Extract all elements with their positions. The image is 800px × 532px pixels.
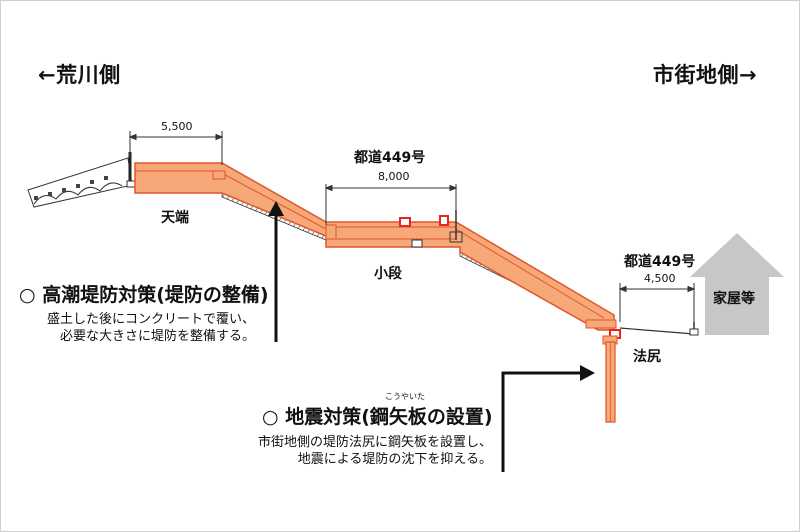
upper-road-width-value: 8,000 <box>378 170 410 183</box>
upper-road-label: 都道449号 <box>354 150 426 166</box>
earthquake-ruby: こうやいた <box>385 392 425 401</box>
embankment <box>134 162 615 331</box>
house-icon <box>690 233 784 335</box>
river-side-revetment <box>27 152 136 208</box>
river-side-label: ←荒川側 <box>38 63 121 87</box>
earthquake-line-2: 地震による堤防の沈下を抑える。 <box>297 452 492 467</box>
lower-road-label: 都道449号 <box>624 254 696 270</box>
dimension-lower-road <box>618 283 696 322</box>
arrow-high-tide <box>268 201 284 342</box>
dimension-crest <box>128 131 224 165</box>
houses-label: 家屋等 <box>713 291 755 307</box>
earthquake-line-1: 市街地側の堤防法尻に鋼矢板を設置し、 <box>257 435 492 450</box>
crest-width-value: 5,500 <box>161 120 193 133</box>
earthquake-heading: ○ 地震対策(鋼矢板の設置) <box>262 406 493 428</box>
high-tide-line-1: 盛土した後にコンクリートで覆い、 <box>46 312 255 327</box>
dimension-upper-road <box>324 184 458 225</box>
city-side-label: 市街地側→ <box>653 63 758 87</box>
high-tide-description: 盛土した後にコンクリートで覆い、 必要な大きさに堤防を整備する。 <box>47 311 255 345</box>
berm-label: 小段 <box>374 266 402 282</box>
high-tide-line-2: 必要な大きさに堤防を整備する。 <box>59 329 255 344</box>
sheet-pile <box>585 319 699 423</box>
lower-road-width-value: 4,500 <box>644 272 676 285</box>
high-tide-heading: ○ 高潮堤防対策(堤防の整備) <box>19 284 269 306</box>
crest-label: 天端 <box>161 210 189 226</box>
toe-label: 法尻 <box>633 349 661 365</box>
earthquake-description: 市街地側の堤防法尻に鋼矢板を設置し、 地震による堤防の沈下を抑える。 <box>258 434 492 468</box>
arrow-earthquake <box>501 365 595 472</box>
